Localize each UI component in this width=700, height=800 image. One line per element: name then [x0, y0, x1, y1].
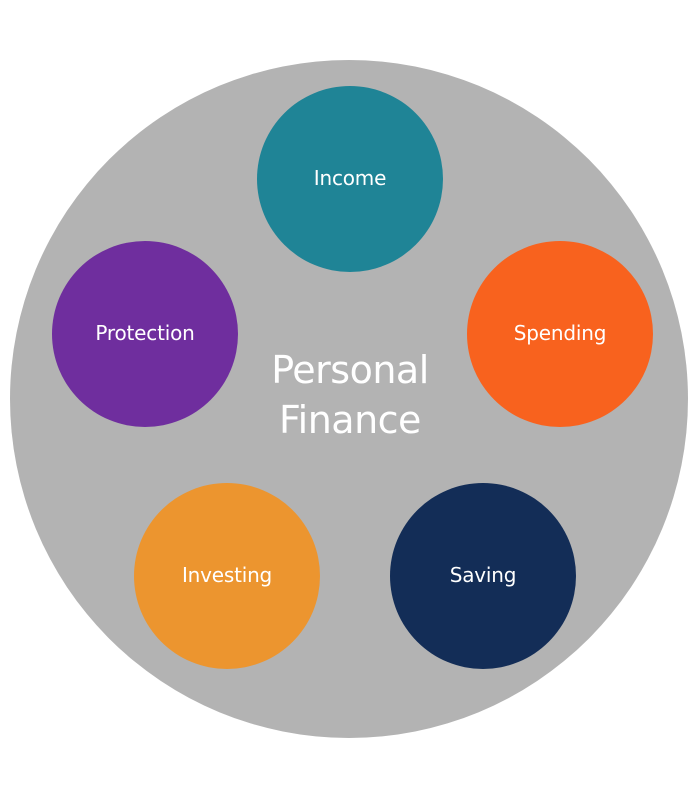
- node-spending-label: Spending: [513, 321, 607, 345]
- center-title-line-1: Personal: [271, 348, 429, 392]
- node-saving: Saving: [390, 483, 576, 669]
- node-protection: Protection: [52, 241, 238, 427]
- center-title: Personal Finance: [200, 345, 500, 445]
- node-income-label: Income: [313, 166, 387, 190]
- node-investing: Investing: [134, 483, 320, 669]
- node-saving-label: Saving: [449, 563, 517, 587]
- center-title-line-2: Finance: [279, 398, 421, 442]
- node-investing-label: Investing: [181, 563, 273, 587]
- node-protection-label: Protection: [95, 321, 195, 345]
- node-spending: Spending: [467, 241, 653, 427]
- node-income: Income: [257, 86, 443, 272]
